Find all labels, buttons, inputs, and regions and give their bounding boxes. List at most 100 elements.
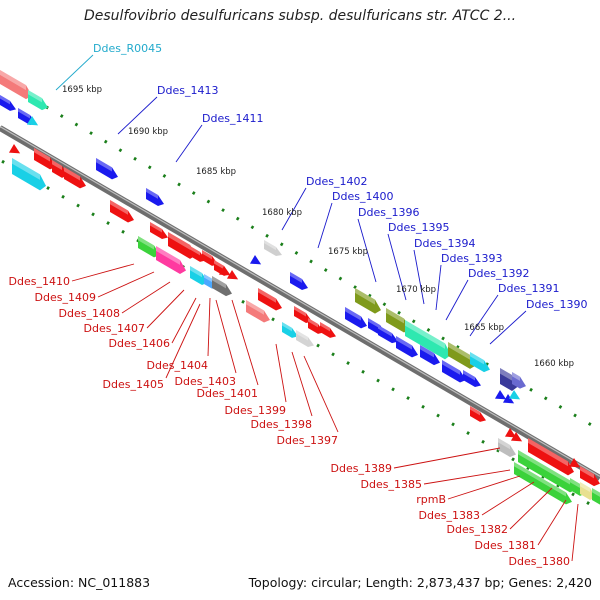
backbone-layer [0,125,600,481]
gene-feature [12,158,46,191]
gene-feature [156,246,186,275]
gene-label: Ddes_1402 [306,175,367,188]
leader-line [117,96,158,135]
outer-tick [118,148,123,153]
gene-label: Ddes_1400 [332,190,393,203]
outer-tick [74,122,79,127]
leader-line [275,343,287,403]
outer-tick [103,139,108,144]
leader-line [387,233,407,301]
outer-tick [89,131,93,136]
outer-tick [397,310,401,315]
gene-feature [420,345,440,366]
kbp-tick-label: 1670 kbp [396,285,436,295]
leader-line [413,249,425,305]
outer-tick [309,259,313,264]
gene-feature [64,167,86,189]
gene-feature [264,240,282,257]
kbp-tick-label: 1695 kbp [62,85,102,95]
gene-label: Ddes_1411 [202,112,263,125]
gene-arrow [218,266,231,276]
inner-tick [361,369,365,374]
gene-label: Ddes_1407 [84,322,145,335]
feature-layer [0,70,600,505]
gene-label: Ddes_1389 [331,462,392,475]
genome-stats-text: Topology: circular; Length: 2,873,437 bp… [248,575,592,590]
gene-label: Ddes_1380 [509,555,570,568]
inner-tick [106,221,110,225]
outer-tick [426,327,431,332]
gene-arrow [226,270,239,280]
inner-tick [481,439,485,444]
gene-feature [296,330,314,348]
gene-feature [514,462,572,505]
gene-label: Ddes_1385 [361,478,422,491]
gene-feature [355,288,381,314]
gene-label: Ddes_1405 [103,378,164,391]
inner-tick [76,203,80,208]
gene-feature [146,188,164,207]
outer-tick [147,165,152,170]
leader-line [317,202,333,249]
gene-feature [463,370,481,388]
inner-tick [451,422,455,427]
inner-tick [406,396,410,400]
gene-label: Ddes_1401 [197,387,258,400]
gene-arrow [249,255,262,265]
inner-tick [571,492,575,497]
gene-feature [345,307,367,329]
gene-feature [258,288,282,311]
inner-tick [241,299,245,304]
kbp-tick-label: 1660 kbp [534,359,574,369]
leader-line [291,351,313,417]
outer-tick [206,199,211,204]
gene-feature [512,372,526,389]
leader-line [537,499,567,546]
leader-line [281,187,307,231]
inner-tick [586,501,590,505]
outer-tick [411,319,416,324]
gene-label: Ddes_1397 [277,434,338,447]
outer-tick [59,114,64,118]
gene-label: Ddes_1406 [109,337,170,350]
outer-tick [265,233,269,238]
gene-label: Ddes_1399 [225,404,286,417]
gene-feature [246,300,270,323]
outer-tick [543,396,548,401]
outer-tick [338,276,343,281]
inner-tick [121,229,125,234]
gene-feature [0,70,32,100]
gene-arrow [26,116,39,126]
leader-line [447,475,521,500]
outer-tick [133,156,137,161]
inner-tick [331,352,335,357]
outer-tick [573,413,577,418]
inner-tick [466,431,470,435]
leader-line [571,503,579,562]
gene-feature [498,438,516,458]
gene-feature [0,95,16,111]
outer-tick [177,182,181,187]
outer-tick [279,242,284,247]
outer-tick [587,422,592,426]
outer-tick [294,250,299,255]
gene-arrow [510,432,523,442]
leader-line [97,271,155,298]
gene-label: Ddes_1392 [468,267,529,280]
leader-line [393,447,501,469]
inner-tick [511,457,515,462]
leader-line [445,279,469,321]
gene-label: Ddes_1395 [388,221,449,234]
gene-feature [52,160,68,178]
outer-tick [353,285,357,290]
gene-arrow [508,390,521,400]
gene-label: Ddes_1409 [35,291,96,304]
gene-feature [96,158,118,180]
leader-line [171,297,197,344]
backbone-line [0,125,600,481]
gene-feature [28,90,48,111]
kbp-tick-label: 1685 kbp [196,167,236,177]
gene-label: Ddes_1383 [419,509,480,522]
outer-tick [221,208,225,213]
